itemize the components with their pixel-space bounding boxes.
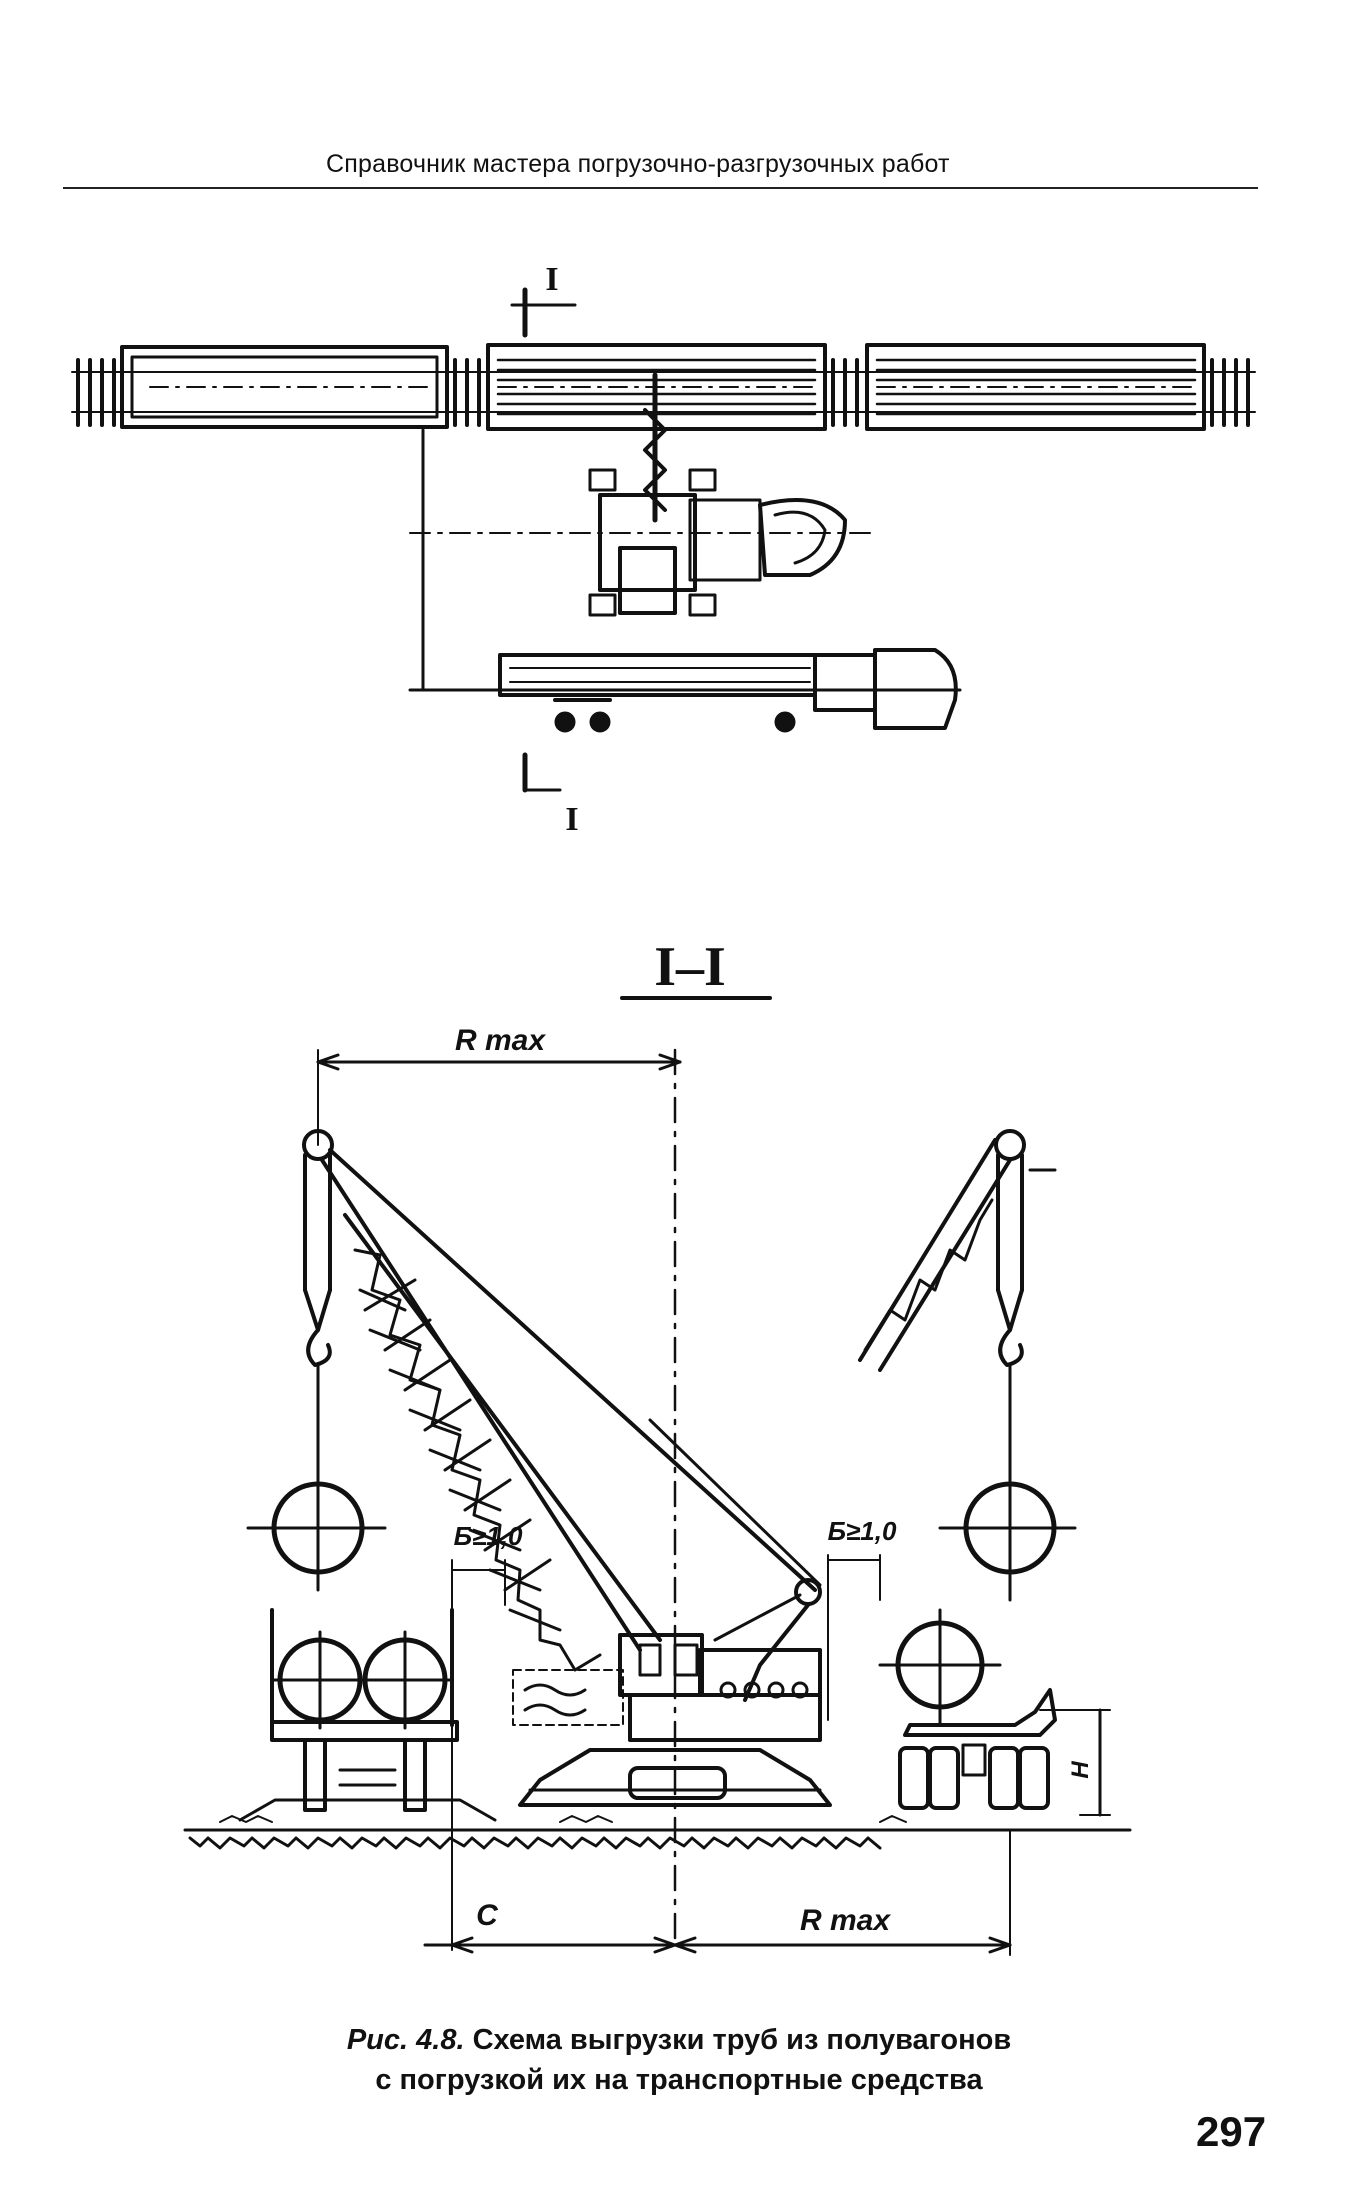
gondola-section xyxy=(238,1608,497,1822)
clearance-dimension-right: Б≥1,0 xyxy=(827,1516,897,1721)
caption-line-1: Рис. 4.8. Схема выгрузки труб из полуваг… xyxy=(0,2020,1358,2060)
crane-boom xyxy=(302,1129,822,1702)
bottom-dimensions: C R max xyxy=(423,1829,1012,1956)
clearance-c-label: C xyxy=(476,1899,499,1932)
right-hook-load xyxy=(858,1129,1077,1602)
reach-label-top: R max xyxy=(455,1024,546,1057)
section-marker-bottom: I xyxy=(522,752,579,838)
caption-text-1: Схема выгрузки труб из полувагонов xyxy=(472,2024,1012,2056)
truck-plan xyxy=(408,428,962,733)
ground-line xyxy=(183,1815,1132,1850)
section-view: I–I R max xyxy=(183,936,1132,1956)
left-hook-load xyxy=(246,1153,387,1592)
crane-body xyxy=(512,1633,832,1807)
clearance-dimension-left: Б≥1,0 xyxy=(451,1521,523,1951)
rail-track xyxy=(71,358,1256,427)
gondola-car-third xyxy=(865,343,1206,431)
crane-plan xyxy=(409,372,871,617)
gondola-car-empty xyxy=(120,345,449,429)
plan-section-mark-top: I xyxy=(545,261,558,298)
dim-label-left: Б≥1,0 xyxy=(454,1521,523,1551)
figure-number: Рис. 4.8. xyxy=(346,2024,465,2056)
section-marker-top: I xyxy=(510,261,577,338)
figure-caption: Рис. 4.8. Схема выгрузки труб из полуваг… xyxy=(0,2020,1358,2100)
reach-label-bottom: R max xyxy=(800,1904,891,1937)
reach-dimension-top: R max xyxy=(316,1024,682,1146)
plan-view: I xyxy=(71,261,1256,838)
section-title: I–I xyxy=(654,936,726,998)
dim-label-right: Б≥1,0 xyxy=(828,1516,897,1546)
caption-line-2: с погрузкой их на транспортные средства xyxy=(375,2064,983,2096)
plan-section-mark-bottom: I xyxy=(565,801,578,838)
header-rule xyxy=(63,187,1258,189)
height-label: Н xyxy=(1067,1761,1094,1779)
running-header: Справочник мастера погрузочно-разгрузочн… xyxy=(326,150,950,178)
truck-section: Н xyxy=(878,1608,1111,1817)
page-number: 297 xyxy=(1196,2108,1267,2155)
